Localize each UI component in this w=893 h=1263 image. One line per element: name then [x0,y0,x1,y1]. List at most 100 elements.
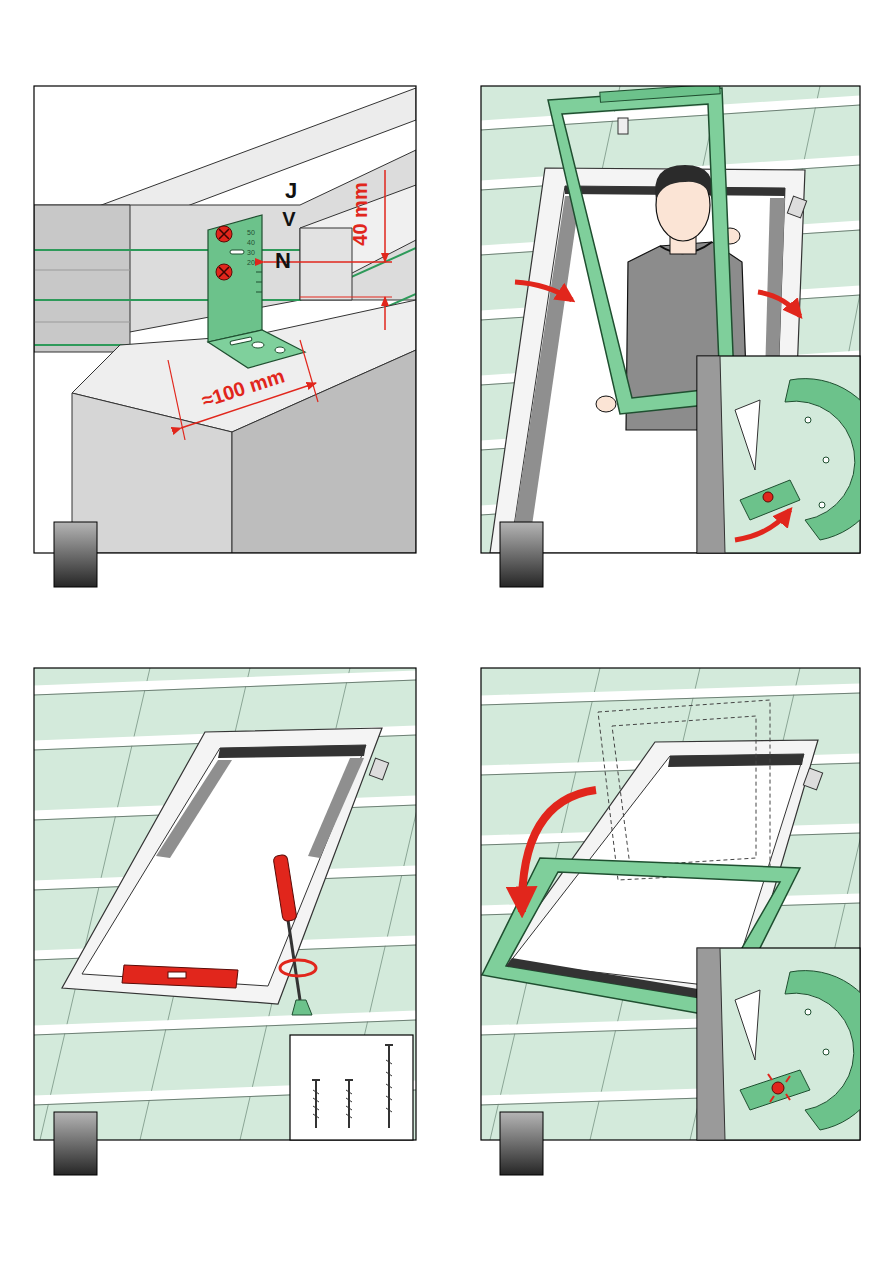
hinge-inset [740,1070,810,1110]
hinge-inset [823,1049,829,1055]
panel-two [481,86,860,553]
panel-one [34,86,416,553]
window-frame [62,728,389,1004]
angle-bracket [216,226,232,242]
hinge-inset [697,356,886,553]
position-letter: N [275,250,291,272]
hinge-inset [697,948,860,1140]
person [655,165,713,200]
motion-arrow [522,790,596,912]
window-frame [82,745,366,986]
motion-arrow [515,282,572,300]
screwdriver [273,854,297,921]
hinge-inset [823,457,829,463]
roof-battens [481,693,860,705]
step-marker [54,1112,97,1175]
hinge-inset [697,948,725,1140]
angle-bracket [208,215,305,368]
scale-number: 30 [247,249,255,256]
hinge-inset [735,990,760,1060]
roof-battens [34,668,416,1140]
dimension-lines [384,170,386,262]
hinge-inset [772,1082,784,1094]
hinge-inset [785,971,860,1130]
hinge-inset [819,502,825,508]
window-sash [600,86,720,102]
roof-battens [481,688,860,700]
panel-one [34,205,130,352]
angle-bracket [230,250,244,254]
step-marker [500,1112,543,1175]
hinge-inset [740,480,800,520]
motion-arrow [758,292,800,316]
sash-outline [598,700,770,880]
scale-number: 20 [247,259,255,266]
roof-battens [34,680,416,695]
window-frame [803,768,822,790]
scale-number: 50 [247,229,255,236]
panel-three [34,668,416,1140]
angle-bracket [230,337,252,345]
step-marker [54,522,97,587]
screwdriver [292,1000,312,1015]
panel-border [34,86,416,553]
window-frame [308,758,364,858]
hinge-inset [785,379,860,540]
angle-bracket [208,215,262,342]
screw-inset [312,1045,393,1080]
panel-one [34,86,416,553]
angle-bracket [219,267,229,277]
window-frame [668,754,804,767]
window-frame [62,728,382,1004]
dimension-label: ≈100 mm [199,365,286,410]
hinge-inset [805,1009,811,1015]
panel-border [481,668,860,1140]
panel-border [481,86,860,553]
dimension-lines [384,297,386,330]
dimension-label: 40 mm [350,182,370,245]
angle-bracket [256,262,262,292]
panel-two [481,86,860,553]
window-frame [156,760,232,858]
screwdriver [280,960,316,976]
sash-outline [612,716,756,866]
hinge-inset [697,356,725,553]
scale-number: 40 [247,239,255,246]
spirit-level [122,965,238,988]
step-marker [500,522,543,587]
dimension-lines [300,296,392,297]
panel-three [34,668,416,1140]
dimension-lines [168,170,392,440]
hinge-inset [735,400,760,470]
window-frame [510,196,580,553]
angle-bracket [275,347,285,353]
hinge-inset [735,510,790,540]
angle-bracket [208,330,305,368]
screw-inset [316,1045,389,1128]
angle-bracket [216,264,232,280]
screw-inset [290,1035,413,1140]
hinge-inset [805,417,811,423]
hinge-inset [768,1074,790,1102]
window-frame [369,758,388,780]
position-letter: J [285,180,297,202]
hinge-inset [697,948,885,1140]
screw-inset [313,1060,392,1118]
roof-battens [481,668,860,1140]
spirit-level [168,972,186,978]
person [596,396,616,412]
screwdriver [273,854,316,1015]
panel-border [34,668,416,1140]
roof-battens [481,86,860,553]
panel-four [481,668,860,1140]
hinge-inset [763,492,773,502]
sash-outline [598,700,770,880]
window-frame [218,745,366,758]
angle-bracket [252,342,264,348]
angle-bracket [219,229,229,239]
window-sash [618,118,628,134]
window-sash [506,958,716,1000]
